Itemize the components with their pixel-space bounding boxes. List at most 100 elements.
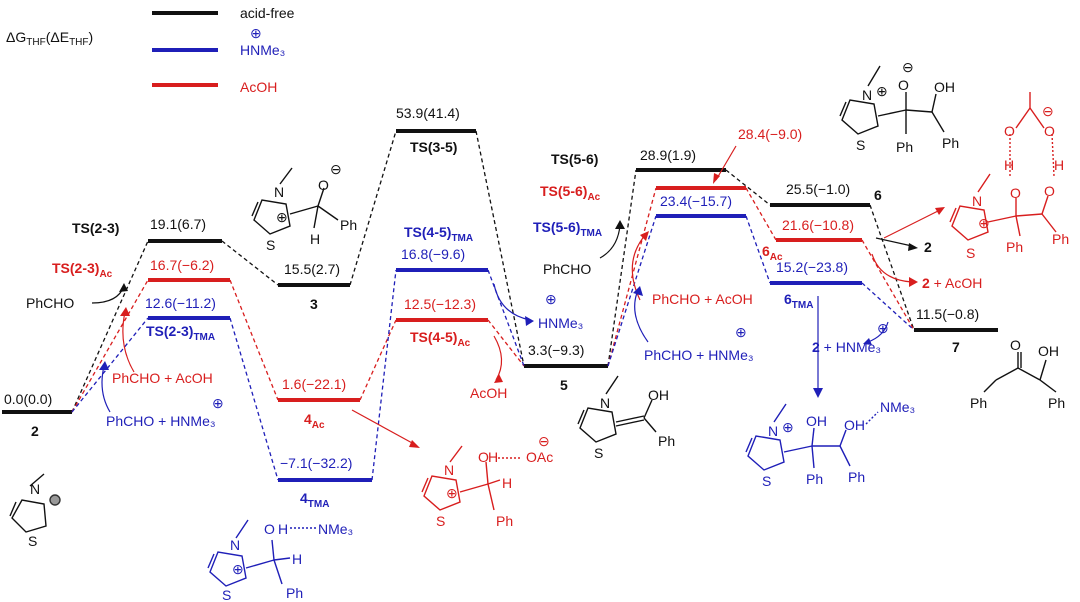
- structure-6: N ⊕ S O ⊖ OH Ph Ph: [839, 59, 959, 155]
- svg-text:O: O: [1044, 123, 1055, 139]
- reagent-phcho-hnme3-2: PhCHO + HNMe₃: [644, 347, 754, 363]
- value-ts23: 19.1(6.7): [150, 216, 206, 232]
- svg-text:OAc: OAc: [526, 449, 553, 465]
- label-product-2a: 2: [924, 239, 932, 255]
- svg-text:Ph: Ph: [942, 135, 959, 151]
- label-5: 5: [560, 377, 568, 393]
- value-ts35: 53.9(41.4): [396, 105, 460, 121]
- svg-text:N: N: [274, 184, 284, 200]
- svg-text:⊕: ⊕: [978, 215, 990, 231]
- svg-text:N: N: [30, 481, 40, 497]
- legend: acid-free ⊕ HNMe₃ AcOH: [152, 5, 295, 95]
- svg-text:NMe₃: NMe₃: [318, 521, 353, 537]
- reagent-phcho-acoh-2: PhCHO + AcOH: [652, 291, 753, 307]
- label-2: 2: [31, 423, 39, 439]
- svg-text:H: H: [310, 231, 320, 247]
- label-ts23-tma: TS(2-3)TMA: [146, 323, 215, 343]
- reagent-phcho-2: PhCHO: [543, 261, 591, 277]
- svg-text:O: O: [318, 177, 329, 193]
- reagent-phcho-hnme3-1: PhCHO + HNMe₃: [106, 413, 216, 429]
- label-6: 6: [874, 187, 882, 203]
- svg-text:Ph: Ph: [970, 395, 987, 411]
- value-4ac: 1.6(−22.1): [282, 376, 346, 392]
- structure-2-carbene: N S: [9, 473, 61, 549]
- svg-text:N: N: [230, 537, 240, 553]
- label-6ac: 6Ac: [762, 243, 783, 263]
- reagent-phcho-1: PhCHO: [26, 295, 74, 311]
- reagent-plus-2: ⊕: [545, 291, 557, 307]
- svg-text:Ph: Ph: [806, 471, 823, 487]
- label-4tma: 4TMA: [300, 490, 329, 510]
- svg-text:S: S: [436, 513, 445, 529]
- value-ts45-ac: 12.5(−12.3): [404, 296, 476, 312]
- svg-text:Ph: Ph: [1006, 239, 1023, 255]
- structure-4ac: N ⊕ S O H OAc ⊖ H Ph: [421, 433, 553, 529]
- reagent-2-plus-hnme3: 2 + HNMe₃: [812, 339, 881, 355]
- value-ts45-tma: 16.8(−9.6): [401, 246, 465, 262]
- svg-text:S: S: [762, 473, 771, 489]
- structure-6ac: N ⊕ S O O Ph Ph O O ⊖ H H: [949, 92, 1069, 261]
- label-7: 7: [952, 339, 960, 355]
- svg-text:OH: OH: [844, 417, 865, 433]
- axis-label: ΔGTHF(ΔETHF): [6, 29, 93, 48]
- legend-label-acoh: AcOH: [240, 79, 277, 95]
- svg-text:N: N: [862, 87, 872, 103]
- svg-text:O: O: [478, 449, 489, 465]
- svg-text:NMe₃: NMe₃: [880, 399, 915, 415]
- label-ts45-ac: TS(4-5)Ac: [410, 329, 471, 349]
- label-ts56: TS(5-6): [551, 151, 598, 167]
- svg-text:Ph: Ph: [896, 139, 913, 155]
- legend-plus-sign: ⊕: [250, 25, 262, 41]
- value-2: 0.0(0.0): [4, 391, 52, 407]
- svg-text:⊖: ⊖: [330, 161, 342, 177]
- svg-text:S: S: [966, 245, 975, 261]
- value-ts56: 28.9(1.9): [640, 147, 696, 163]
- svg-text:H: H: [488, 449, 498, 465]
- value-3: 15.5(2.7): [284, 261, 340, 277]
- svg-text:N: N: [600, 395, 610, 411]
- svg-text:Ph: Ph: [1048, 395, 1065, 411]
- reagent-phcho-acoh-1: PhCHO + AcOH: [112, 370, 213, 386]
- svg-text:O: O: [1010, 337, 1021, 353]
- label-ts23: TS(2-3): [72, 220, 119, 236]
- svg-text:⊕: ⊕: [446, 485, 458, 501]
- value-4tma: −7.1(−32.2): [280, 455, 352, 471]
- svg-text:OH: OH: [1038, 343, 1059, 359]
- svg-text:S: S: [594, 445, 603, 461]
- svg-text:Ph: Ph: [496, 513, 513, 529]
- svg-text:Ph: Ph: [286, 585, 303, 601]
- svg-text:⊖: ⊖: [1042, 103, 1054, 119]
- reagent-plus-3: ⊕: [735, 324, 747, 340]
- svg-text:⊕: ⊕: [876, 83, 888, 99]
- svg-text:S: S: [28, 533, 37, 549]
- svg-text:O: O: [1010, 185, 1021, 201]
- svg-text:N: N: [972, 193, 982, 209]
- structure-3: N ⊕ S O ⊖ H Ph: [251, 161, 357, 253]
- svg-text:O: O: [264, 521, 275, 537]
- svg-text:H: H: [1004, 157, 1014, 173]
- energy-levels: [2, 129, 998, 482]
- legend-label-acid-free: acid-free: [240, 5, 295, 21]
- svg-text:⊖: ⊖: [902, 59, 914, 75]
- value-6: 25.5(−1.0): [786, 181, 850, 197]
- label-6tma: 6TMA: [784, 291, 813, 311]
- label-ts45-tma: TS(4-5)TMA: [404, 224, 473, 244]
- legend-label-hnme3: HNMe₃: [240, 42, 285, 58]
- svg-text:N: N: [768, 423, 778, 439]
- reagent-plus-1: ⊕: [212, 395, 224, 411]
- value-ts56-ac: 28.4(−9.0): [738, 126, 802, 142]
- structure-5: N S OH Ph: [577, 375, 675, 461]
- svg-text:Ph: Ph: [658, 433, 675, 449]
- svg-text:H: H: [502, 475, 512, 491]
- svg-text:Ph: Ph: [1052, 231, 1069, 247]
- value-6tma: 15.2(−23.8): [776, 259, 848, 275]
- reagent-arrows: [91, 145, 945, 448]
- reagent-acoh-release: AcOH: [470, 385, 507, 401]
- dashed-connectors: [71, 130, 915, 481]
- svg-text:O: O: [1044, 183, 1055, 199]
- svg-text:H: H: [292, 551, 302, 567]
- value-ts23-ac: 16.7(−6.2): [150, 257, 214, 273]
- value-6ac: 21.6(−10.8): [782, 217, 854, 233]
- svg-text:⊕: ⊕: [782, 419, 794, 435]
- value-ts23-tma: 12.6(−11.2): [145, 295, 216, 311]
